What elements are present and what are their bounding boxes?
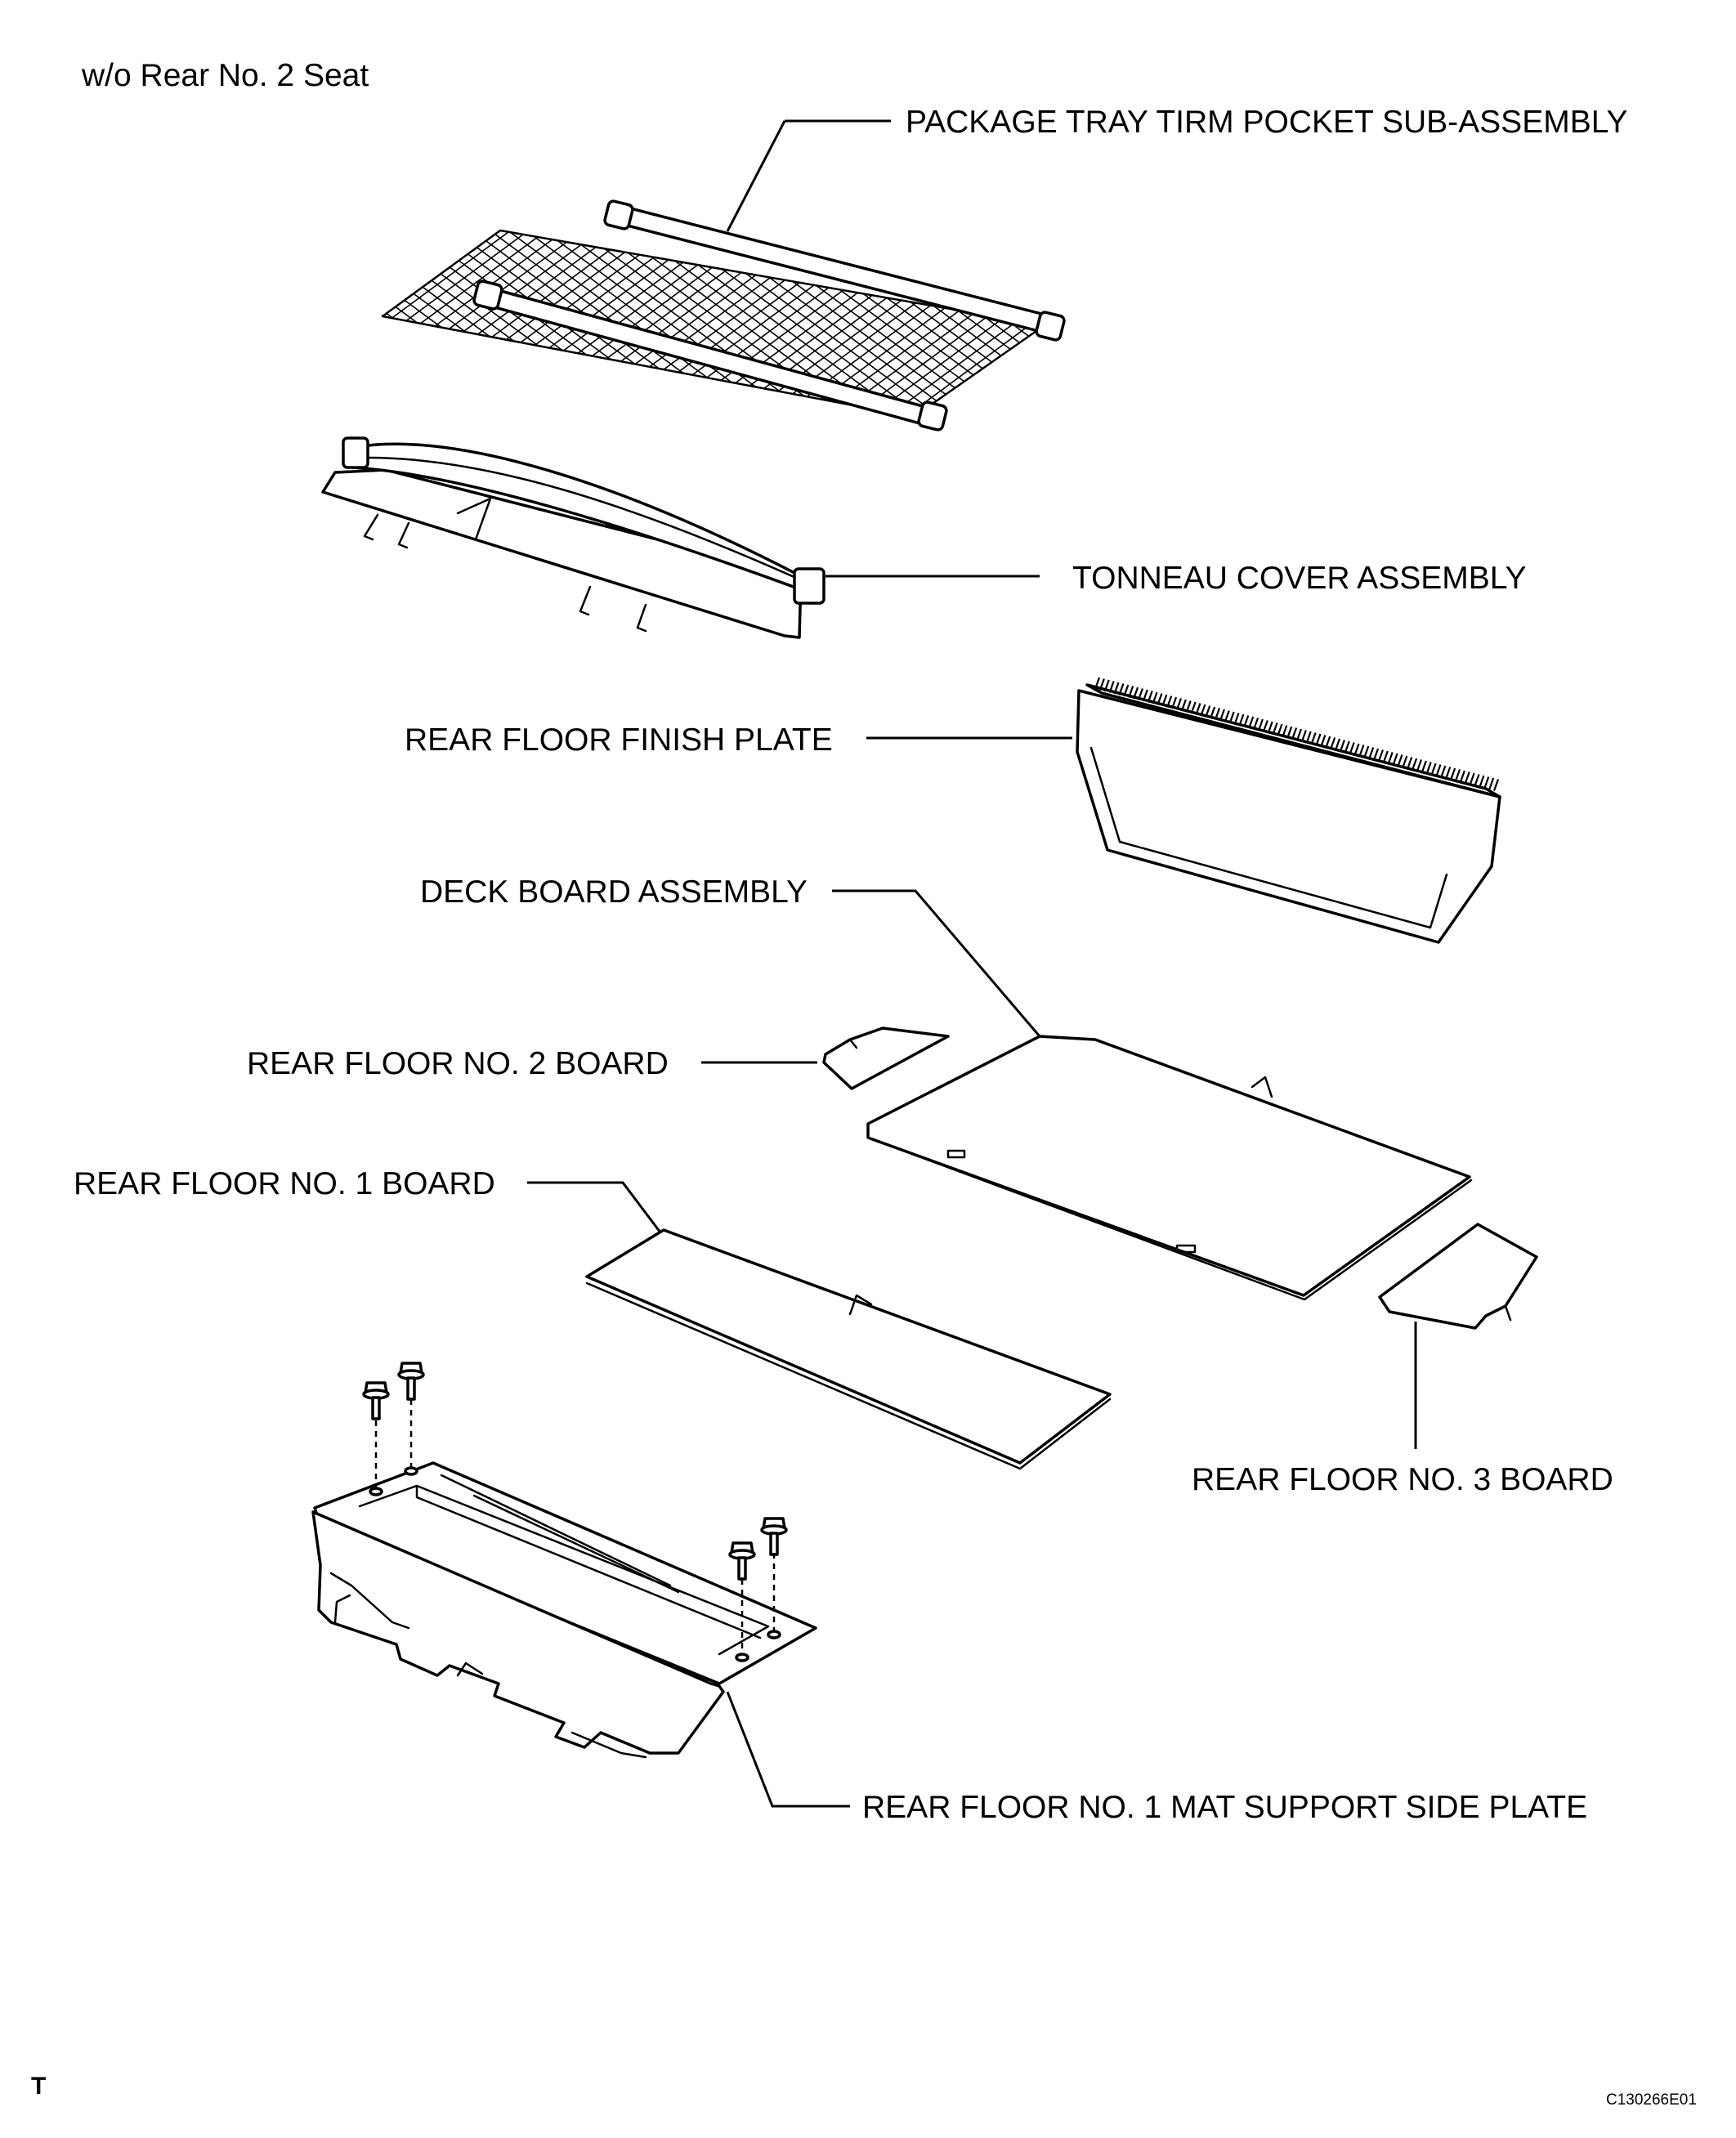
package-tray-drawing [381,120,1066,432]
label-tonneau-cover: TONNEAU COVER ASSEMBLY [1072,561,1527,596]
label-finish-plate: REAR FLOOR FINISH PLATE [405,722,833,758]
label-no2-board: REAR FLOOR NO. 2 BOARD [247,1046,669,1081]
label-no3-board: REAR FLOOR NO. 3 BOARD [1192,1462,1613,1497]
deck-board-drawing [866,1035,1473,1301]
bolt-icon [728,1541,756,1581]
label-package-tray: PACKAGE TRAY TIRM POCKET SUB-ASSEMBLY [906,105,1628,140]
label-support-plate: REAR FLOOR NO. 1 MAT SUPPORT SIDE PLATE [862,1790,1587,1825]
no2-board-drawing [822,1027,950,1090]
figure-code: C130266E01 [1606,2091,1697,2109]
no3-board-drawing [1378,1223,1538,1330]
bolts-drawing [362,1362,788,1581]
corner-mark: T [31,2073,46,2100]
bolt-icon [362,1381,390,1420]
label-no1-board: REAR FLOOR NO. 1 BOARD [74,1166,495,1201]
no1-board-drawing [585,1228,1112,1470]
support-plate-drawing [311,1461,817,1759]
bolt-icon [760,1517,788,1556]
bolt-icon [397,1362,425,1401]
tonneau-cover-drawing [321,436,825,639]
label-deck-board: DECK BOARD ASSEMBLY [420,874,808,910]
finish-plate-drawing [1076,677,1501,944]
variant-note: w/o Rear No. 2 Seat [81,58,369,93]
